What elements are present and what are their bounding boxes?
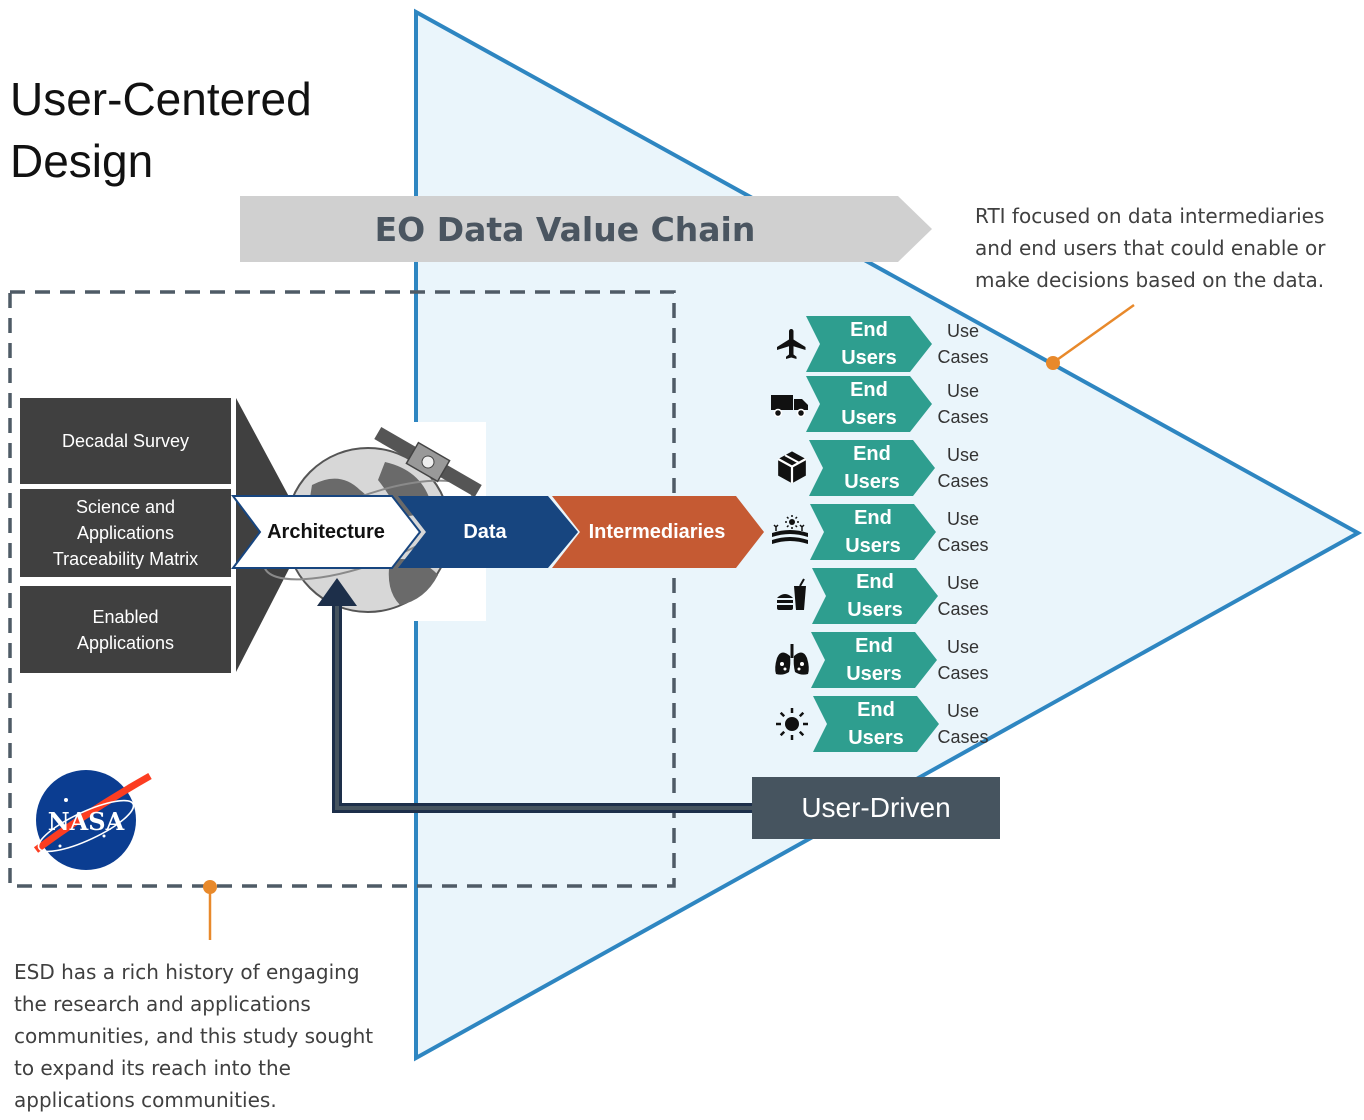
end-users-chevron xyxy=(806,316,932,372)
end-users-chevron xyxy=(811,632,937,688)
nasa-wordmark: NASA xyxy=(48,807,125,836)
end-users-chevron xyxy=(806,376,932,432)
end-users-label: End Users xyxy=(844,443,900,493)
intermediaries-label: Intermediaries xyxy=(588,520,726,543)
data-chevron xyxy=(398,496,578,568)
value-chain-arrow xyxy=(240,196,932,262)
farm-field-icon xyxy=(768,510,812,554)
end-users-chevron xyxy=(810,504,936,560)
user-driven-box: User-Driven xyxy=(752,777,1000,839)
end-users-label: End Users xyxy=(847,571,903,621)
lungs-icon xyxy=(770,638,814,682)
feedback-arrowhead xyxy=(317,578,357,606)
use-cases-label: Use Cases xyxy=(937,701,989,747)
left-callout-text: ESD has a rich history of engaging the r… xyxy=(14,960,374,1112)
architecture-label: Architecture xyxy=(267,520,385,543)
decadal-survey-box: Decadal Survey xyxy=(20,398,231,484)
architecture-chevron xyxy=(231,495,422,569)
satellite-icon xyxy=(374,426,482,498)
end-users-label: End Users xyxy=(846,635,902,685)
right-callout-line xyxy=(1053,303,1135,364)
end-users-chevron xyxy=(812,568,938,624)
data-label: Data xyxy=(463,520,507,543)
enabled-applications-box: Enabled Applications xyxy=(20,586,231,673)
intermediaries-chevron xyxy=(552,496,764,568)
value-chain-label: EO Data Value Chain xyxy=(374,209,756,249)
right-callout-dot xyxy=(1046,356,1060,370)
page-title: User-Centered Design xyxy=(10,73,312,187)
use-cases-label: Use Cases xyxy=(937,445,989,491)
use-cases-label: Use Cases xyxy=(937,509,989,555)
esd-boundary xyxy=(8,290,676,888)
truck-icon xyxy=(768,382,812,426)
use-cases-label: Use Cases xyxy=(937,637,989,683)
sun-icon xyxy=(770,702,814,746)
end-users-label: End Users xyxy=(845,507,901,557)
end-users-chevron xyxy=(809,440,935,496)
end-users-label: End Users xyxy=(841,379,897,429)
airplane-icon xyxy=(770,322,814,366)
use-cases-label: Use Cases xyxy=(937,573,989,619)
use-cases-label: Use Cases xyxy=(937,381,989,427)
fast-food-icon xyxy=(770,574,814,618)
use-cases-label: Use Cases xyxy=(937,321,989,367)
package-icon xyxy=(770,446,814,490)
right-callout-text: RTI focused on data intermediaries and e… xyxy=(975,204,1326,292)
left-callout-dot xyxy=(203,880,217,894)
satm-box: Science and Applications Traceability Ma… xyxy=(20,489,231,577)
end-users-label: End Users xyxy=(848,699,904,749)
nasa-logo: NASA xyxy=(33,770,152,870)
end-users-label: End Users xyxy=(841,319,897,369)
end-users-chevron xyxy=(813,696,939,752)
